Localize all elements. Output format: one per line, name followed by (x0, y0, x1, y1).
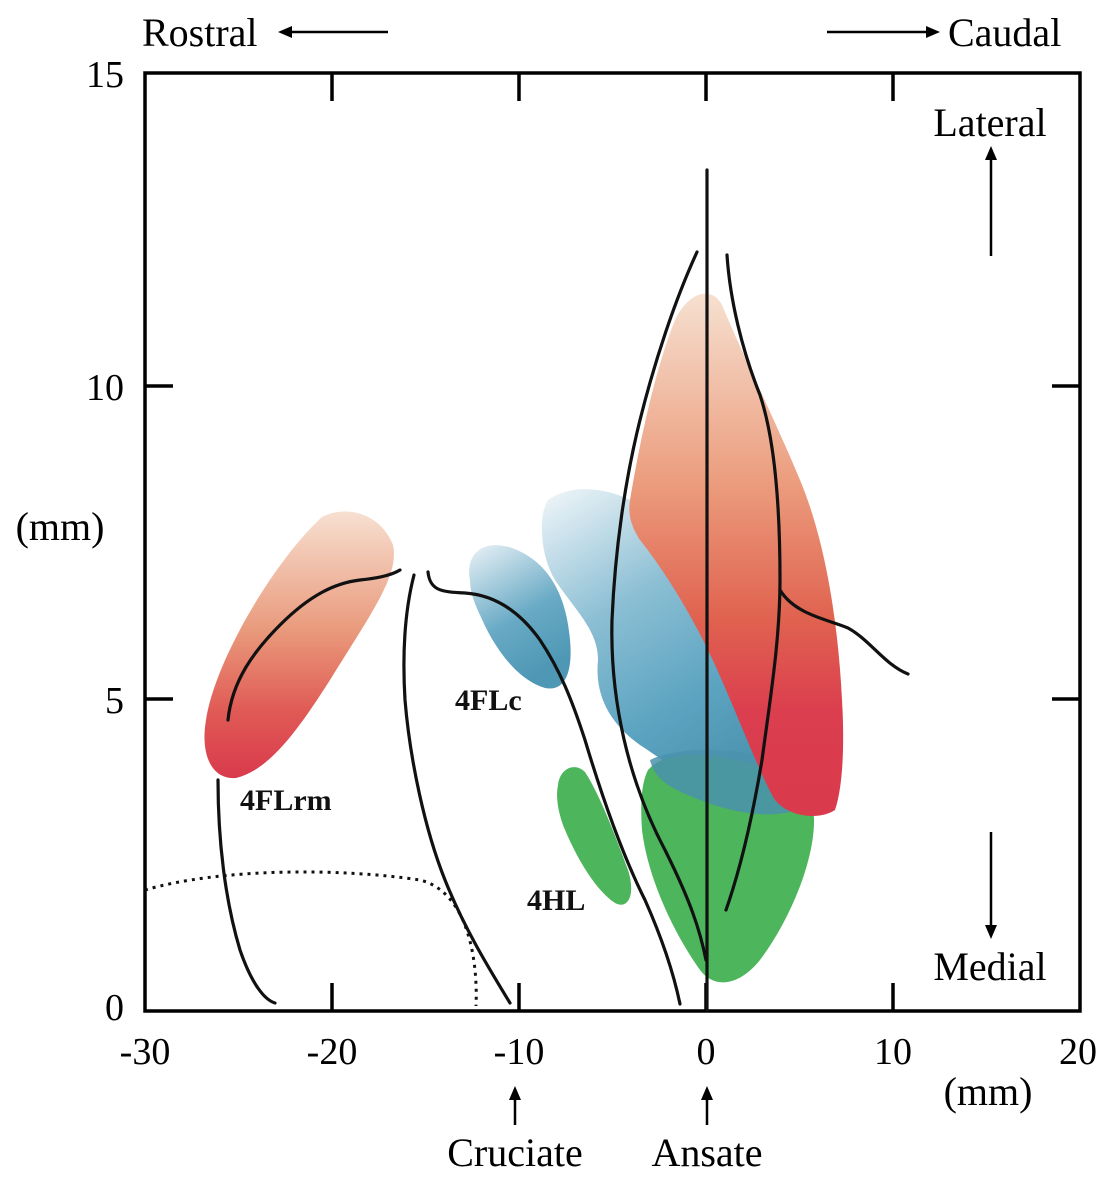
ansate-arrow-icon (701, 1086, 713, 1125)
y-ticks (145, 384, 1080, 701)
cruciate-label: Cruciate (447, 1130, 583, 1175)
y-tick-15: 15 (86, 54, 124, 96)
ansate-label: Ansate (651, 1130, 762, 1175)
sulci (216, 168, 910, 1012)
cruciate-arrow-icon (509, 1086, 521, 1125)
caudal-label: Caudal (948, 10, 1061, 55)
x-tick-0: 0 (697, 1031, 716, 1073)
medial-arrow-icon (985, 832, 997, 939)
y-tick-0: 0 (105, 987, 124, 1029)
plot-frame (143, 71, 1082, 1013)
rostral-arrow-icon (278, 26, 388, 38)
x-axis-unit: (mm) (944, 1069, 1033, 1114)
rostral-label: Rostral (142, 10, 258, 55)
region-4flc-large-area (541, 489, 809, 813)
x-tick-20: 20 (1059, 1031, 1097, 1073)
y-axis-unit: (mm) (16, 504, 105, 549)
caudal-arrow-icon (827, 26, 940, 38)
lateral-arrow-icon (985, 146, 997, 256)
x-tick-neg30: -30 (120, 1031, 171, 1073)
region-4hl-small-area (557, 767, 632, 905)
region-4flrm-area (204, 511, 395, 779)
label-4flc: 4FLc (455, 684, 522, 717)
label-4hl: 4HL (527, 884, 585, 917)
lateral-label: Lateral (933, 100, 1046, 145)
x-ticks (330, 73, 895, 1011)
label-4flrm: 4FLrm (240, 784, 332, 817)
y-tick-5: 5 (105, 680, 124, 722)
x-tick-neg10: -10 (494, 1031, 545, 1073)
medial-label: Medial (933, 944, 1046, 989)
x-tick-10: 10 (874, 1031, 912, 1073)
y-tick-10: 10 (86, 367, 124, 409)
x-tick-neg20: -20 (307, 1031, 358, 1073)
dotted-boundary (144, 870, 478, 1007)
region-4fl-red-right-area (629, 293, 844, 816)
